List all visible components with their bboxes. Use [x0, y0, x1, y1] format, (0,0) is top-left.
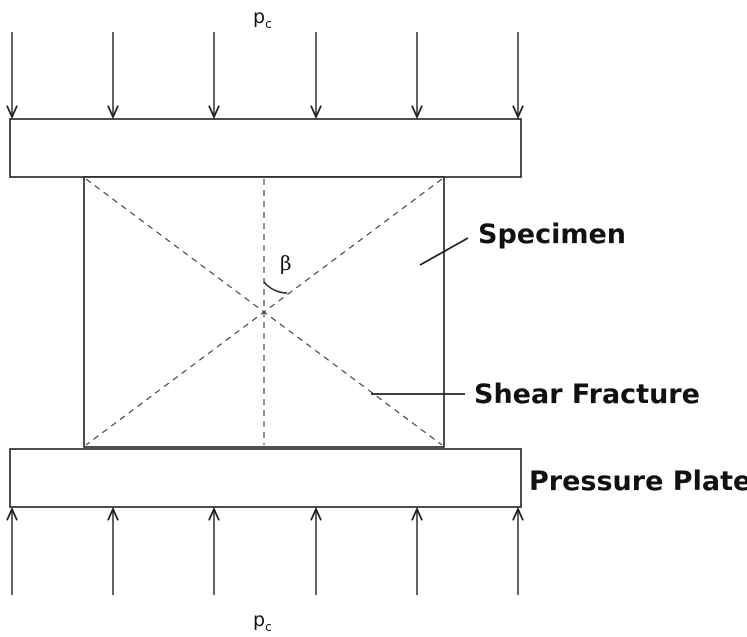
pressure-plate-label: Pressure Plate — [529, 466, 747, 497]
top-load-symbol: p — [253, 6, 265, 28]
specimen-leader-line — [419, 237, 469, 266]
top-load-label: pc — [253, 6, 272, 31]
specimen-label: Specimen — [478, 219, 626, 250]
bottom-pressure-plate — [9, 448, 522, 508]
shear-fracture-label: Shear Fracture — [474, 379, 700, 410]
top-load-subscript: c — [265, 17, 272, 31]
bottom-load-arrows — [12, 509, 518, 595]
bottom-load-label: pc — [253, 609, 272, 634]
top-pressure-plate — [9, 118, 522, 178]
bottom-load-subscript: c — [265, 620, 272, 634]
angle-label: β — [280, 251, 292, 275]
top-load-arrows — [12, 32, 518, 117]
fracture-lines — [85, 178, 443, 446]
angle-arc — [263, 281, 288, 294]
bottom-load-symbol: p — [253, 609, 265, 631]
